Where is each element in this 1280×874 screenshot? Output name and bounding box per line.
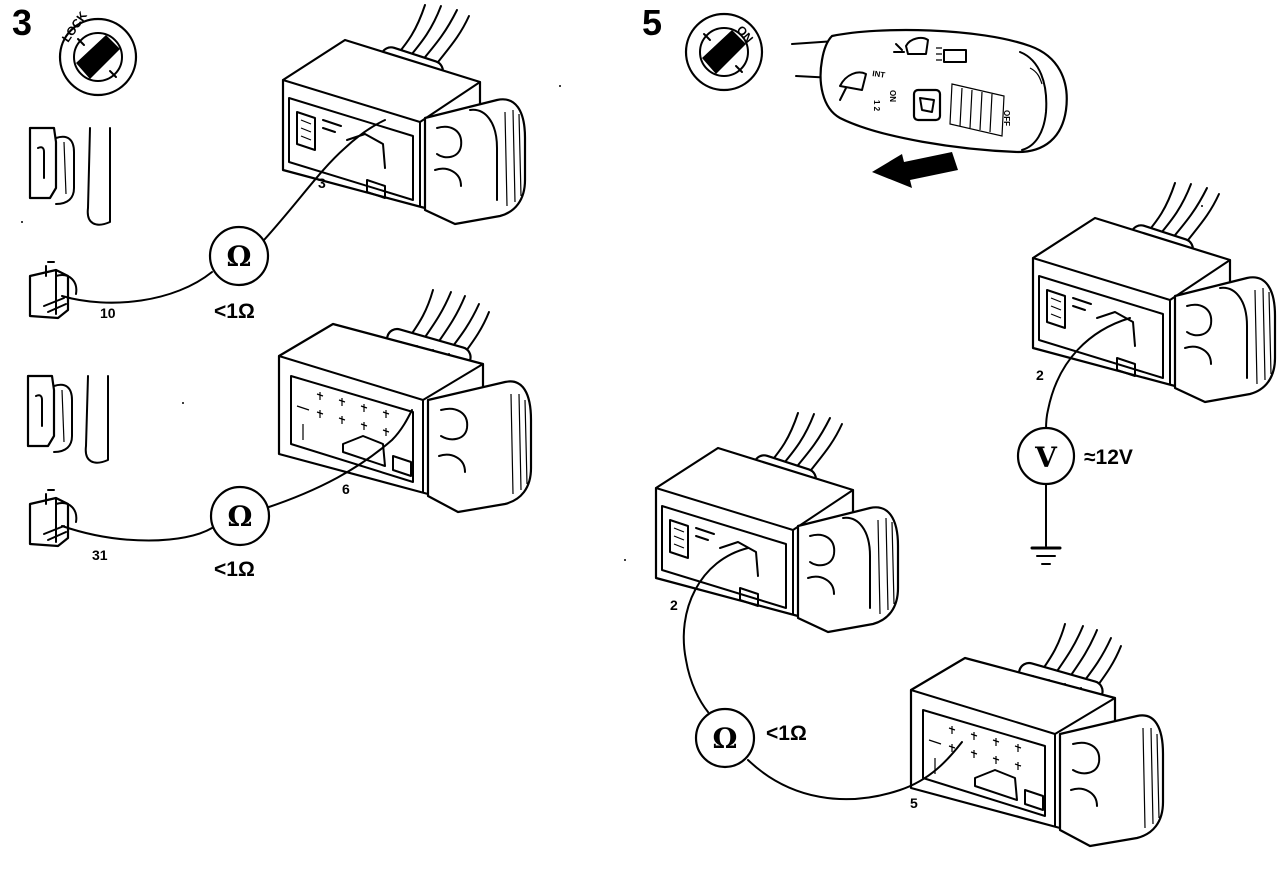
switch-terminal-bottom <box>28 488 78 548</box>
switch-arm-view-bottom <box>26 374 109 464</box>
ignition-key-icon: ON <box>684 12 764 92</box>
resistance-reading-top: <1Ω <box>214 300 255 323</box>
pin-label-10: 10 <box>100 305 116 321</box>
voltmeter-symbol: V <box>1034 441 1058 474</box>
connector-voltage <box>1031 181 1277 404</box>
test-lead <box>1045 317 1131 431</box>
switch-terminal-top <box>28 260 78 320</box>
test-lead <box>61 271 213 304</box>
rear-wiper-icon <box>936 47 967 63</box>
pin-label-2-continuity: 2 <box>670 597 678 613</box>
test-lead <box>747 741 963 801</box>
connector-continuity-a <box>654 411 900 634</box>
test-lead <box>263 119 386 241</box>
ohmmeter-symbol: Ω <box>228 500 253 533</box>
ohmmeter-icon: Ω <box>208 225 270 287</box>
pin-label-2-voltage: 2 <box>1036 367 1044 383</box>
ohmmeter-icon: Ω <box>694 707 756 769</box>
voltage-reading: ≈12V <box>1084 446 1133 469</box>
stalk-label-off: OFF <box>1002 110 1011 126</box>
arrow-icon <box>872 152 958 188</box>
stalk-label-int: INT <box>872 69 886 80</box>
test-lead <box>265 409 413 509</box>
switch-arm-view-top <box>28 126 111 226</box>
ground-symbol-icon <box>1030 483 1062 565</box>
pin-label-5: 5 <box>910 795 918 811</box>
wiper-icon <box>839 71 867 101</box>
stalk-label-positions: 1 2 <box>872 100 881 112</box>
resistance-reading-continuity: <1Ω <box>766 722 807 745</box>
voltmeter-icon: V <box>1016 426 1076 486</box>
connector-top <box>281 3 527 226</box>
connector-bottom <box>277 288 533 514</box>
washer-icon <box>893 37 929 55</box>
test-lead <box>61 525 213 542</box>
ohmmeter-symbol: Ω <box>227 240 252 273</box>
stalk-label-on: ON <box>888 90 897 102</box>
connector-continuity-b <box>909 622 1165 848</box>
ohmmeter-icon: Ω <box>209 485 271 547</box>
ignition-key-icon: LOCK <box>58 9 138 97</box>
test-lead <box>682 547 749 713</box>
pin-label-6: 6 <box>342 481 350 497</box>
ohmmeter-symbol: Ω <box>713 722 738 755</box>
resistance-reading-bottom: <1Ω <box>214 558 255 581</box>
wiper-stalk: INT 1 2 ON OFF <box>791 28 1068 154</box>
step-number-3: 3 <box>12 2 32 43</box>
pin-label-31: 31 <box>92 547 108 563</box>
pin-label-3: 3 <box>318 175 326 191</box>
step-number-5: 5 <box>642 2 662 43</box>
